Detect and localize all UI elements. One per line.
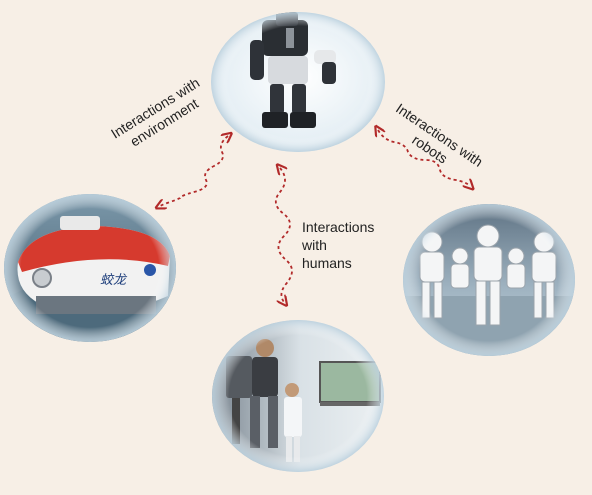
humans-node xyxy=(212,320,384,472)
robots-link-arrow xyxy=(378,130,470,186)
humans-link-label: Interactions with humans xyxy=(302,219,375,271)
environment-node: 蛟龙 xyxy=(4,194,176,342)
center-node xyxy=(211,12,385,152)
environment-link-arrow xyxy=(160,136,228,206)
robots-node xyxy=(403,204,575,356)
humans-link-arrow xyxy=(274,168,293,302)
